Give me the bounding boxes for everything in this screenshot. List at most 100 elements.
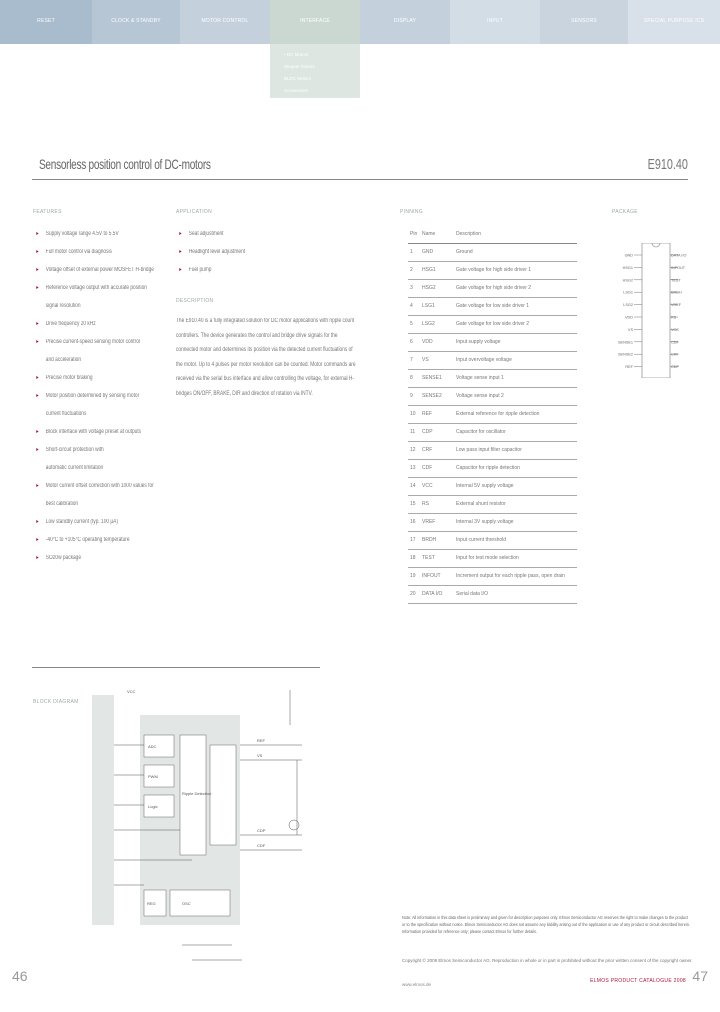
heading-divider xyxy=(32,179,688,180)
package-pin-label: VREF xyxy=(671,303,682,307)
pin-name: DATA I/O xyxy=(420,585,454,604)
dropdown-item-stepper-motors[interactable]: Stepper Motors xyxy=(284,64,315,69)
block-osc xyxy=(169,889,231,917)
list-item: current fluctuations xyxy=(45,411,87,417)
application-heading: APPLICATION xyxy=(176,209,212,215)
features-heading: FEATURES xyxy=(33,209,62,215)
package-pin-label: VS xyxy=(628,328,634,332)
pin-name: RS xyxy=(420,495,454,514)
pin-name: SENSE2 xyxy=(420,387,454,406)
nav-tab-special-purpose[interactable]: SPECIAL PURPOSE ICS xyxy=(628,0,720,44)
list-item: Precise current-speed sensing motor cont… xyxy=(33,333,169,351)
pin-number: 20 xyxy=(408,585,420,604)
nav-tab-reset[interactable]: RESET xyxy=(0,0,92,44)
pin-description: Capacitor for ripple detection xyxy=(454,459,577,478)
pin-name: BRDH xyxy=(420,531,454,550)
nav-tab-clock-standby[interactable]: CLOCK & STANDBY xyxy=(92,0,180,44)
pin-description: Increment output for each ripple pass, o… xyxy=(454,567,577,586)
pin-description: Gate voltage for low side driver 1 xyxy=(454,297,577,316)
nav-tab-interface[interactable]: INTERFACE xyxy=(270,0,360,44)
block-adc xyxy=(143,734,175,758)
page-number-left: 46 xyxy=(12,968,28,984)
dropdown-item-bldc-motors[interactable]: BLDC Motors xyxy=(284,76,312,81)
block-logic xyxy=(143,794,175,818)
pin-description: Gate voltage for high side driver 1 xyxy=(454,261,577,280)
package-pin-label: LSG1 xyxy=(623,291,633,295)
block-label: CDF xyxy=(257,843,266,848)
list-item: Block interface with voltage preset at o… xyxy=(33,423,169,441)
list-item: Fuel pump xyxy=(176,261,272,279)
package-body xyxy=(641,243,671,378)
package-pin-label: GND xyxy=(625,254,634,258)
block-diagram-heading: BLOCK DIAGRAM xyxy=(33,699,79,705)
pin-number: 1 xyxy=(408,243,420,262)
list-item: Precise motor braking xyxy=(33,369,169,387)
list-item: Motor position determined by sensing mot… xyxy=(33,387,169,405)
pin-number: 12 xyxy=(408,441,420,460)
block-label: Logic xyxy=(148,804,158,809)
page-number-right: 47 xyxy=(692,968,708,984)
pin-number: 15 xyxy=(408,495,420,514)
website-link[interactable]: www.elmos.de xyxy=(402,982,432,987)
column-header: Name xyxy=(420,225,454,244)
list-item: Supply voltage range 4.5V to 5.5V xyxy=(33,225,169,243)
package-pin-label: HSG1 xyxy=(623,266,633,270)
package-pin-label: SENSE1 xyxy=(618,340,633,344)
pin-number: 17 xyxy=(408,531,420,550)
pin-name: VS xyxy=(420,351,454,370)
block-pwm xyxy=(143,764,175,788)
legal-notes: Note: All information in this data sheet… xyxy=(402,915,690,935)
list-item: Short-circuit protection with xyxy=(33,441,169,459)
pin-number: 10 xyxy=(408,405,420,424)
pin-name: CDF xyxy=(420,459,454,478)
pin-name: VCC xyxy=(420,477,454,496)
pin-name: LSG2 xyxy=(420,315,454,334)
pin-name: HSG2 xyxy=(420,279,454,298)
dropdown-item-accessories[interactable]: Accessories xyxy=(284,88,309,93)
copyright-text: Copyright © 2008 Elmos Semiconductor AG.… xyxy=(402,958,693,963)
pin-description: Voltage sense input 2 xyxy=(454,387,577,406)
list-item: signal resolution xyxy=(45,303,81,309)
dropdown-item-dc-motors[interactable]: • DC Motors xyxy=(284,52,309,57)
nav-tab-sensors[interactable]: SENSORS xyxy=(540,0,628,44)
block-wires xyxy=(114,690,302,961)
part-number: E910.40 xyxy=(647,156,688,173)
list-item: -40°C to +105°C operating temperature xyxy=(33,531,169,549)
pin-name: VDD xyxy=(420,333,454,352)
pin-description: Voltage sense input 1 xyxy=(454,369,577,388)
pin-description: External reference for ripple detection xyxy=(454,405,577,424)
package-pin-label: REF xyxy=(625,365,633,369)
list-item: best calibration xyxy=(45,501,79,507)
pin-number: 8 xyxy=(408,369,420,388)
block-left-bar xyxy=(92,695,114,925)
nav-tab-display[interactable]: DISPLAY xyxy=(360,0,450,44)
package-pin-label: LSG2 xyxy=(623,303,633,307)
list-item: Reference voltage output with accurate p… xyxy=(33,279,169,297)
pin-description: Internal 3V supply voltage xyxy=(454,513,577,532)
list-item: Low standby current (typ. 100 µA) xyxy=(33,513,169,531)
pin-number: 14 xyxy=(408,477,420,496)
package-heading: PACKAGE xyxy=(612,209,638,215)
nav-tab-input[interactable]: INPUT xyxy=(450,0,540,44)
block-label: ADC xyxy=(148,744,157,749)
block-reg xyxy=(143,889,167,917)
pin-description: Capacitor for oscillator xyxy=(454,423,577,442)
package-pin-label: HSG2 xyxy=(623,278,633,282)
pin-description: Gate voltage for low side driver 2 xyxy=(454,315,577,334)
pinning-heading: PINNING xyxy=(400,209,423,215)
pin-name: CDP xyxy=(420,423,454,442)
list-item: Headlight level adjustment xyxy=(176,243,272,261)
nav-tab-motor-control[interactable]: MOTOR CONTROL xyxy=(180,0,270,44)
block-label: OSC xyxy=(182,901,191,906)
table-header-row: Pin Name Description xyxy=(408,225,577,244)
application-list: Seat adjustment Headlight level adjustme… xyxy=(176,225,296,279)
